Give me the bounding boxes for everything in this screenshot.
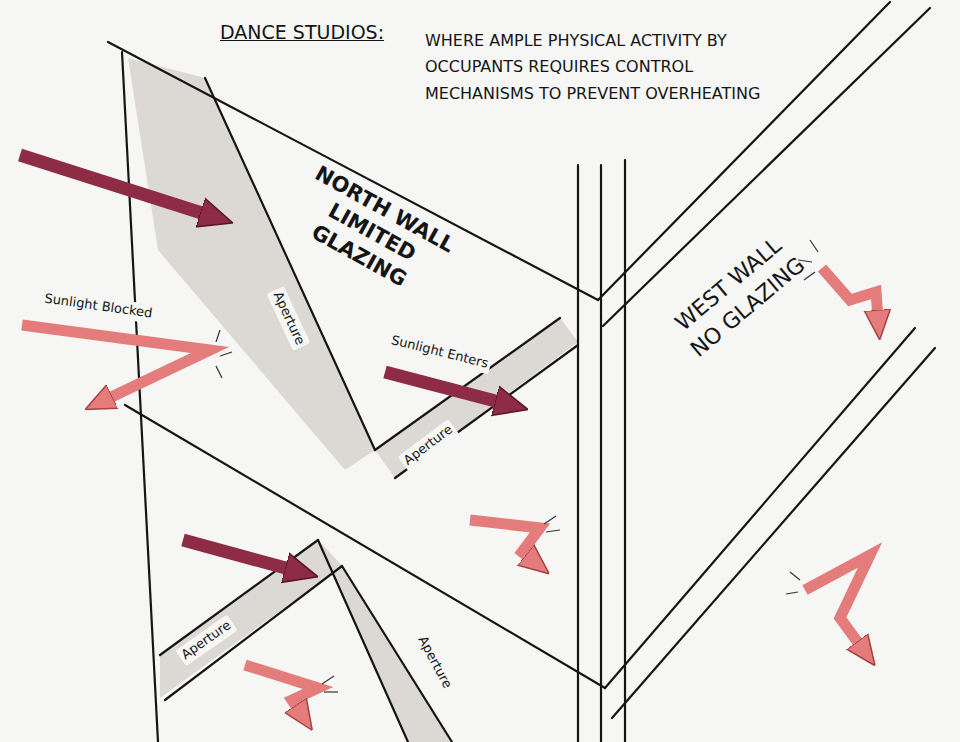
wall-label: WEST WALL NO GLAZING [654, 219, 822, 374]
sunlight-arrow [20, 155, 503, 570]
wall-line [108, 2, 935, 742]
blocked-arrow [22, 268, 878, 712]
arrow-label: Sunlight Enters [387, 330, 494, 374]
diagram-title: DANCE STUDIOS: [220, 20, 384, 45]
note-text: WHERE AMPLE PHYSICAL ACTIVITY BY OCCUPAN… [425, 28, 765, 107]
aperture-band [128, 58, 578, 742]
aperture-label: Aperture [411, 630, 457, 694]
arrow-label: Sunlight Blocked [40, 289, 156, 324]
